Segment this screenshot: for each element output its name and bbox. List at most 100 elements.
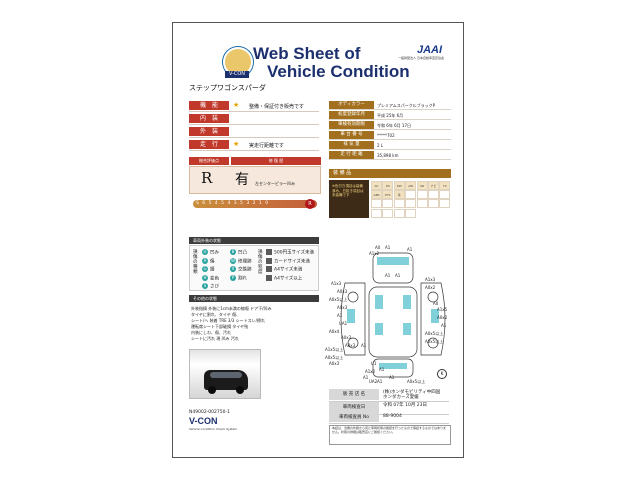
legend-item: 500円玉サイズ未満 bbox=[266, 249, 314, 256]
vcon-logo-ribbon: V-CON bbox=[225, 71, 249, 78]
damage-label: A1 bbox=[385, 245, 391, 250]
damage-label: A0x5以上 bbox=[425, 331, 444, 336]
jaai-logo: JAAI bbox=[417, 44, 443, 56]
car-outline-diagram bbox=[340, 252, 446, 378]
car-wheel bbox=[236, 386, 244, 394]
legend-text: 凹凸 bbox=[238, 250, 247, 256]
damage-code-icon: W bbox=[230, 257, 236, 264]
star-icon: ★ bbox=[233, 140, 240, 148]
damage-label: A1 bbox=[385, 273, 391, 278]
legend-text: カードサイズ未満 bbox=[274, 259, 310, 264]
equipment-item bbox=[371, 208, 382, 218]
row-label: 車両検査員 No bbox=[329, 413, 379, 422]
row-value: 2 L bbox=[377, 143, 384, 148]
row-exterior: 外 装 bbox=[189, 127, 319, 138]
row-value: *****702 bbox=[377, 133, 395, 138]
damage-label: U1 bbox=[371, 361, 377, 366]
damage-code-icon: S bbox=[202, 283, 208, 289]
degree-swatch-icon bbox=[266, 249, 272, 255]
row-mileage: 走 行 ★ 実走行距離です bbox=[189, 140, 319, 151]
other-state-line: シートに汚れ 現 凹み 汚れ bbox=[191, 336, 239, 341]
damage-label: A0x2 bbox=[437, 315, 448, 320]
degree-swatch-icon bbox=[266, 266, 272, 272]
other-state-line: 内装にしわ、傷、汚れ bbox=[191, 330, 231, 335]
damage-type-label: 損傷の種類 bbox=[193, 250, 198, 275]
row-chassis-number: 車 台 番 号 *****702 bbox=[329, 131, 451, 140]
damage-label: A1x5 bbox=[437, 307, 448, 312]
equipment-header: 装 備 品 bbox=[329, 169, 451, 178]
damage-label: A1x2 bbox=[369, 251, 380, 256]
repair-history-value: 有 bbox=[235, 172, 249, 188]
legend-text: 錆 bbox=[210, 267, 215, 273]
equipment-item: AC bbox=[371, 181, 382, 190]
row-label: 走 行 bbox=[189, 140, 229, 149]
equipment-item bbox=[393, 208, 405, 218]
equipment-item: SR bbox=[416, 181, 428, 190]
repair-history-header: 修 復 歴 bbox=[231, 157, 321, 165]
grade-scale-marker: R bbox=[305, 199, 315, 209]
row-label: 走 行 距 離 bbox=[329, 151, 374, 159]
equipment-item bbox=[428, 199, 439, 209]
legend-text: 500円玉サイズ未満 bbox=[274, 250, 314, 256]
star-icon: ★ bbox=[233, 101, 240, 109]
equipment-item: AW bbox=[405, 181, 417, 190]
damage-label: A0x4 bbox=[329, 329, 340, 334]
total-grade: R bbox=[201, 169, 213, 187]
legend-text: A4サイズ以上 bbox=[274, 276, 303, 281]
row-inspection-expiry: 車検有効期限 令和 6年 6月 17日 bbox=[329, 121, 451, 130]
damage-label: A1 bbox=[379, 367, 385, 372]
row-value: 令和 6年 6月 17日 bbox=[377, 123, 411, 128]
legend-text: A4サイズ未満 bbox=[274, 267, 303, 273]
damage-code-icon: B bbox=[230, 249, 236, 255]
equipment-item: TV bbox=[439, 181, 451, 190]
row-function: 機 能 ★ 整備・保証付き販売です bbox=[189, 101, 319, 112]
equipment-item bbox=[439, 190, 451, 200]
row-label: 機 能 bbox=[189, 101, 229, 110]
equipment-item bbox=[393, 199, 405, 209]
total-score-header: 総合評価点 bbox=[189, 157, 229, 165]
damage-label: A1 bbox=[377, 379, 383, 384]
legend-item: A4サイズ以上 bbox=[266, 274, 303, 281]
damage-label: A0x2 bbox=[425, 285, 436, 290]
damage-label: A0x3 bbox=[337, 289, 348, 294]
vcon-wordmark: V-CON bbox=[189, 416, 218, 426]
diagram-marker: K bbox=[437, 369, 447, 379]
damage-code-icon: A bbox=[202, 257, 208, 264]
equipment-item bbox=[405, 190, 417, 200]
damage-code-icon: U bbox=[202, 249, 208, 255]
row-value: 88-9004 bbox=[383, 414, 402, 419]
car-window bbox=[210, 372, 242, 378]
other-state-header: その他の状態 bbox=[189, 295, 319, 302]
damage-label: UA2 bbox=[369, 379, 378, 384]
equipment-item bbox=[371, 199, 382, 209]
equipment-item: ABS bbox=[371, 190, 382, 200]
legend-text: 凹み bbox=[210, 250, 219, 256]
equipment-item: PS bbox=[382, 181, 394, 190]
equipment-item bbox=[439, 199, 451, 209]
equipment-item: ETC bbox=[382, 190, 394, 200]
damage-code-icon: G bbox=[202, 266, 208, 272]
legend-text: 割れ bbox=[238, 276, 247, 281]
sheet-title-line2: Vehicle Condition bbox=[267, 62, 410, 81]
row-body-color: ボディカラー プレミアムスパークルブラックP bbox=[329, 101, 451, 110]
row-label: 初度登録年月 bbox=[329, 111, 374, 119]
row-label: 車 台 番 号 bbox=[329, 131, 374, 139]
damage-label: UA1 bbox=[339, 321, 348, 326]
disclaimer: 本証は、当機の外観から見た車両状態の確認を行ったもので保証するものではありません… bbox=[329, 425, 451, 445]
degree-swatch-icon bbox=[266, 257, 272, 264]
damage-label: A0 bbox=[433, 301, 439, 306]
damage-label: A1 bbox=[363, 375, 369, 380]
legend-text: 変色 bbox=[210, 276, 219, 281]
damage-label: A0x3 bbox=[341, 335, 352, 340]
row-distance: 走 行 距 離 35,898 km bbox=[329, 151, 451, 160]
other-state-line: タイヤに割れ、タイヤ 傷、 bbox=[191, 312, 241, 317]
